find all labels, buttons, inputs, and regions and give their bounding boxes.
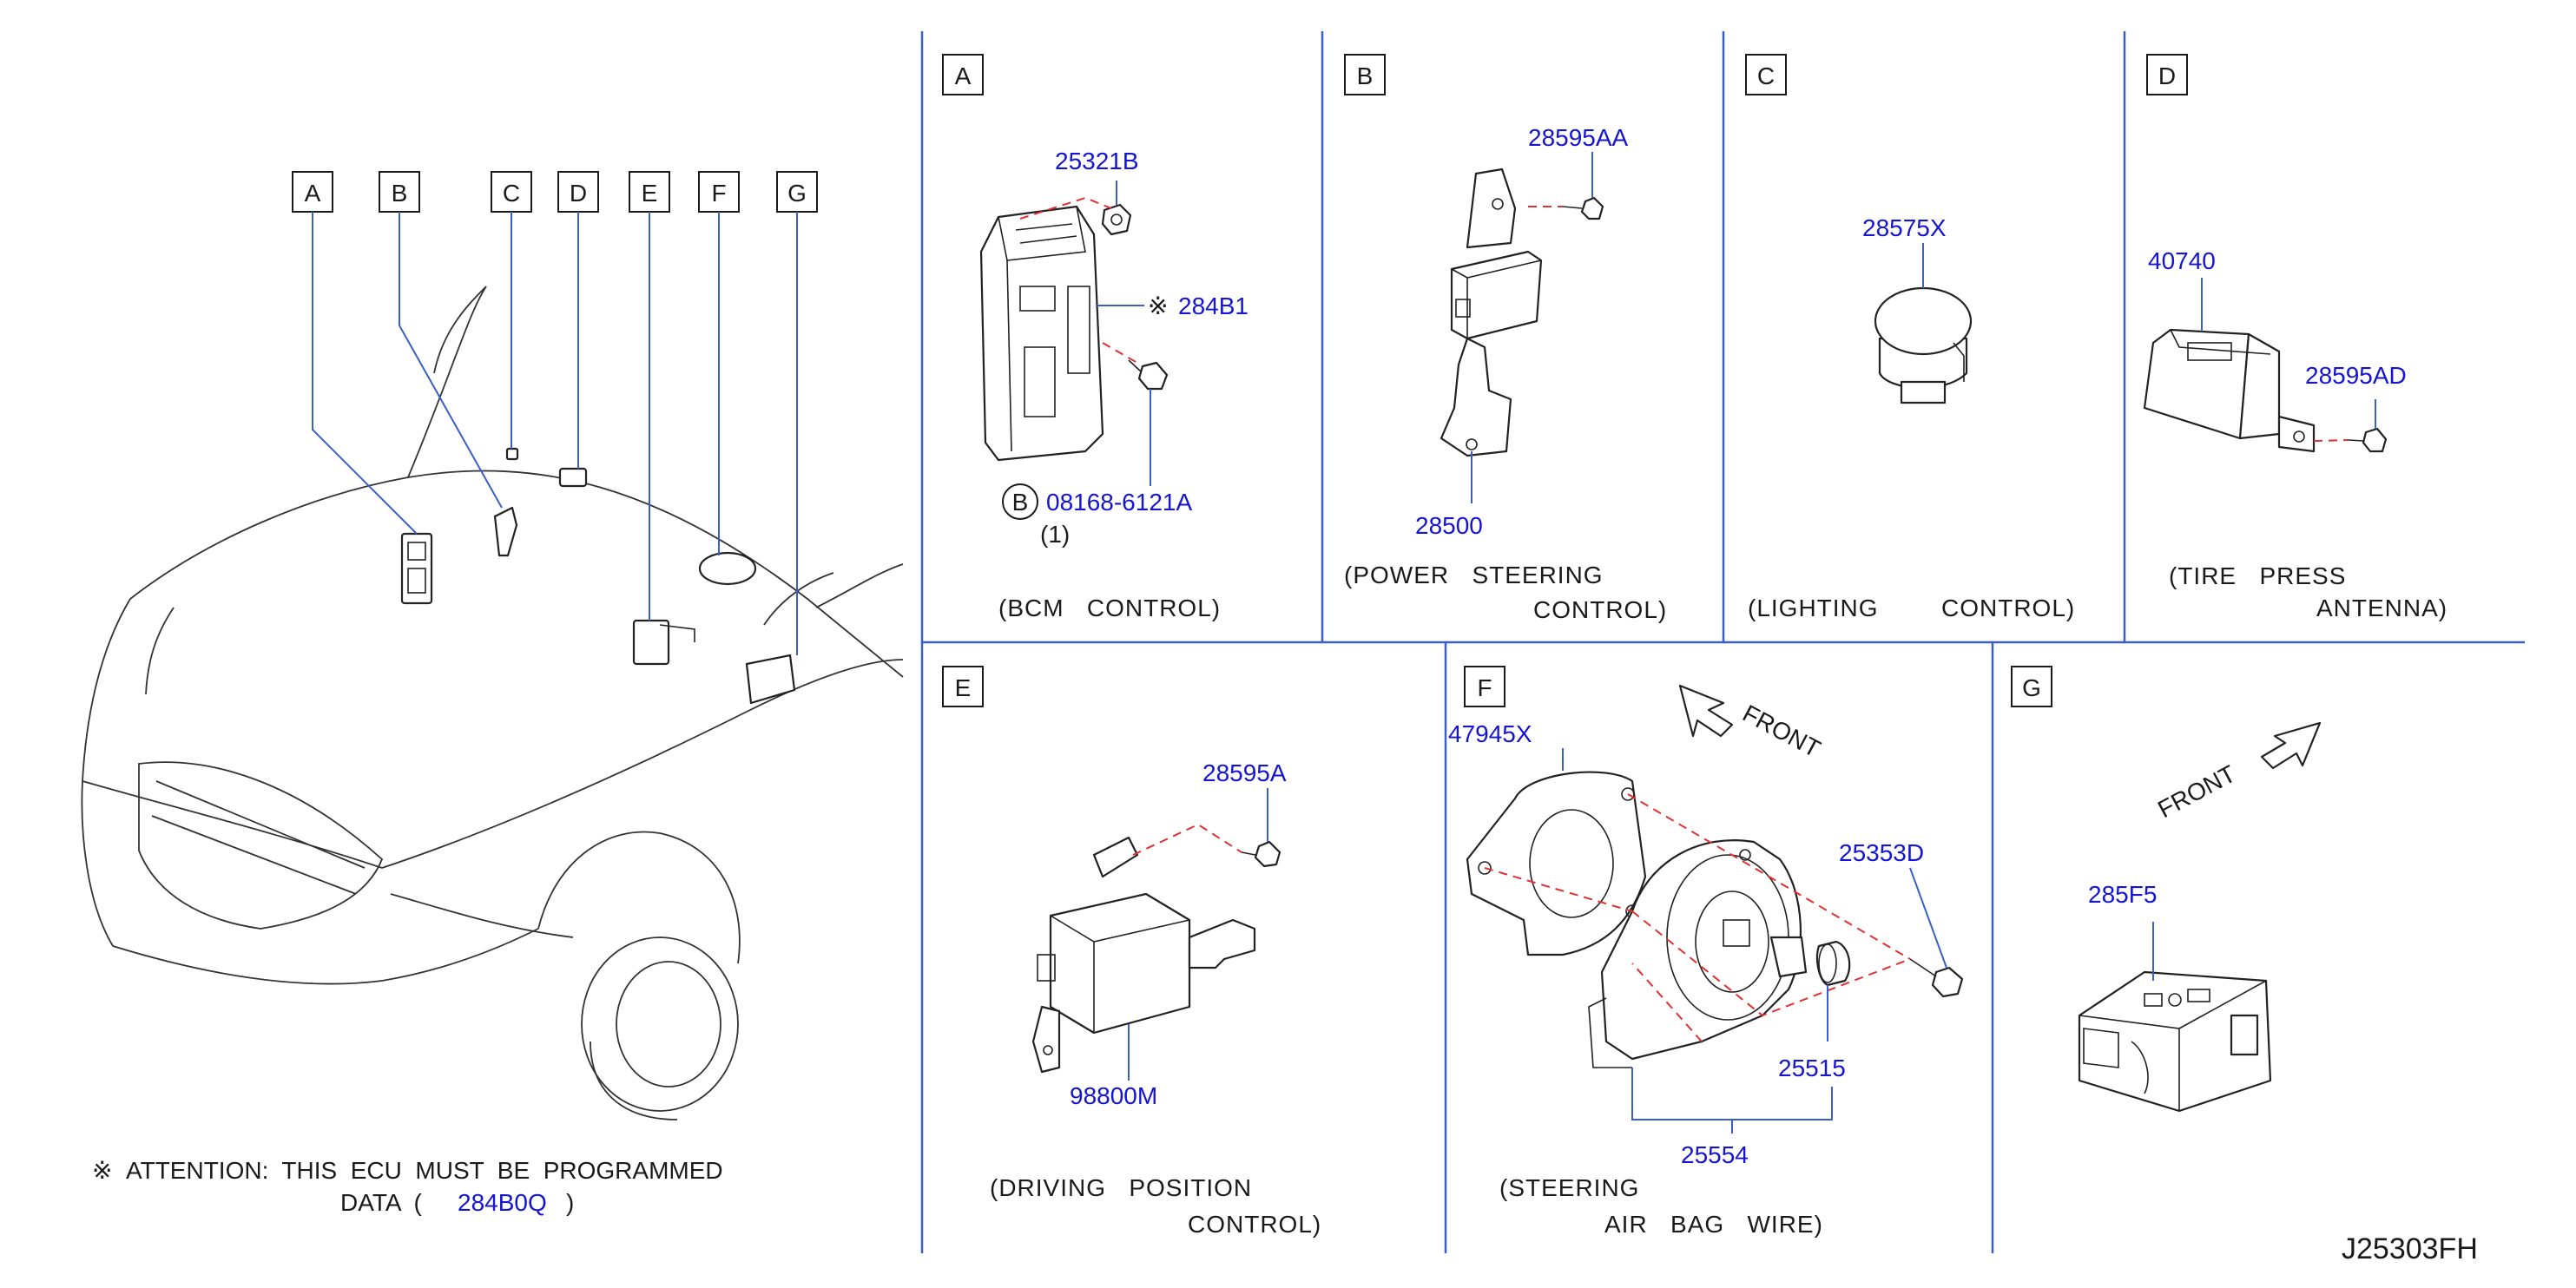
- section-e-title-1: (DRIVING POSITION: [990, 1174, 1252, 1201]
- car-component-d: [558, 467, 588, 488]
- power-steering-unit: [1440, 168, 1543, 457]
- section-e-title-2: CONTROL): [1188, 1211, 1321, 1238]
- car-component-f: [698, 551, 757, 586]
- callout-a[interactable]: A: [305, 180, 321, 207]
- part-98800m[interactable]: 98800M: [1070, 1082, 1157, 1109]
- bolt-08168-6121a: [1128, 359, 1169, 391]
- section-b: B 28595AA 28500 (POWER STEERING CONTROL): [1344, 54, 1667, 623]
- section-c-label: C: [1757, 62, 1775, 89]
- screw-25353d: [1909, 958, 1964, 998]
- spiral-cable-25554: [1588, 839, 1808, 1068]
- tire-press-antenna: [2143, 328, 2316, 453]
- car-outline: [81, 286, 904, 1120]
- section-b-label: B: [1357, 62, 1374, 89]
- screw-28595aa: [1562, 196, 1604, 220]
- part-28575x[interactable]: 28575X: [1862, 214, 1947, 241]
- callout-c[interactable]: C: [503, 180, 520, 207]
- car-component-a: [400, 532, 433, 605]
- section-a: A 25321B ※ 284B1 B 08168-6121A (1): [942, 54, 1248, 621]
- section-b-title-2: CONTROL): [1533, 596, 1667, 623]
- module-285f5: [2078, 970, 2272, 1113]
- lighting-sensor: [1874, 286, 1973, 404]
- car-component-g: [745, 654, 796, 705]
- diagram-code: J25303FH: [2342, 1232, 2478, 1265]
- part-08168-6121a-circle: B: [1012, 489, 1029, 516]
- front-label-g: FRONT: [2153, 760, 2240, 824]
- part-40740[interactable]: 40740: [2148, 247, 2216, 274]
- callout-d[interactable]: D: [570, 180, 587, 207]
- section-grid: [920, 31, 2525, 1253]
- nut-25321b: [1101, 203, 1132, 236]
- attention-line-1: ATTENTION: THIS ECU MUST BE PROGRAMMED: [126, 1157, 723, 1184]
- section-e-label: E: [955, 674, 972, 701]
- part-28595aa[interactable]: 28595AA: [1528, 124, 1629, 151]
- bcm-unit: [979, 205, 1104, 462]
- section-d-title-1: (TIRE PRESS: [2169, 562, 2346, 589]
- section-g: G FRONT 285F5: [2011, 666, 2322, 1113]
- attention-part-number[interactable]: 284B0Q: [458, 1189, 547, 1216]
- section-d-label: D: [2158, 62, 2176, 89]
- attention-note: ※ ATTENTION: THIS ECU MUST BE PROGRAMMED…: [92, 1157, 723, 1216]
- callout-f[interactable]: F: [711, 180, 726, 207]
- front-arrow-g: FRONT: [2153, 721, 2322, 824]
- cap-25515: [1815, 940, 1851, 987]
- driving-position-unit: [1031, 836, 1256, 1074]
- callout-b[interactable]: B: [392, 180, 408, 207]
- steering-sensor-47945x: [1466, 771, 1647, 956]
- part-08168-6121a[interactable]: 08168-6121A: [1046, 489, 1192, 516]
- section-c: C 28575X (LIGHTING CONTROL): [1745, 54, 2075, 621]
- car-component-b: [493, 506, 518, 557]
- attention-line-2-suffix: ): [566, 1189, 574, 1216]
- section-f: F FRONT: [1448, 666, 1964, 1238]
- section-c-title-1: (LIGHTING: [1748, 595, 1879, 621]
- part-25321b[interactable]: 25321B: [1055, 148, 1139, 174]
- screw-28595ad: [2348, 427, 2388, 453]
- section-e: E 28595A 98800M (DRIVING POSITION CONTRO…: [942, 666, 1321, 1238]
- section-c-title-2: CONTROL): [1941, 595, 2075, 621]
- screw-28595a: [1241, 840, 1281, 868]
- part-285f5[interactable]: 285F5: [2088, 881, 2157, 908]
- overview-callouts: A B C D E F G: [292, 171, 818, 655]
- part-25353d[interactable]: 25353D: [1839, 839, 1924, 866]
- part-25515[interactable]: 25515: [1778, 1055, 1846, 1081]
- part-28500[interactable]: 28500: [1415, 512, 1483, 539]
- part-25554[interactable]: 25554: [1681, 1141, 1749, 1168]
- part-284b1[interactable]: 284B1: [1178, 292, 1248, 319]
- section-a-label: A: [955, 62, 972, 89]
- car-overview: A B C D E F G ※ ATTENTION: THIS ECU: [81, 171, 904, 1216]
- front-arrow-f: FRONT: [1678, 684, 1825, 763]
- part-28595a[interactable]: 28595A: [1202, 759, 1287, 786]
- front-label-f: FRONT: [1738, 700, 1825, 763]
- car-component-e: [632, 619, 695, 666]
- section-f-label: F: [1477, 674, 1492, 701]
- part-47945x[interactable]: 47945X: [1448, 720, 1532, 747]
- attention-line-2-prefix: DATA (: [340, 1189, 423, 1216]
- section-f-title-2: AIR BAG WIRE): [1604, 1211, 1823, 1238]
- section-a-title: (BCM CONTROL): [998, 595, 1221, 621]
- car-component-c: [505, 447, 519, 461]
- section-b-title-1: (POWER STEERING: [1344, 562, 1604, 588]
- part-08168-6121a-qty: (1): [1040, 521, 1070, 548]
- section-d-title-2: ANTENNA): [2316, 595, 2448, 621]
- attention-mark: ※: [92, 1157, 112, 1184]
- part-284b1-mark: ※: [1148, 292, 1168, 319]
- callout-e[interactable]: E: [642, 180, 658, 207]
- callout-g[interactable]: G: [787, 180, 807, 207]
- section-g-label: G: [2022, 674, 2041, 701]
- part-28595ad[interactable]: 28595AD: [2305, 362, 2407, 389]
- section-d: D 40740 28595AD (TIRE PRESS ANTENNA): [2143, 54, 2448, 621]
- section-f-title-1: (STEERING: [1499, 1174, 1639, 1201]
